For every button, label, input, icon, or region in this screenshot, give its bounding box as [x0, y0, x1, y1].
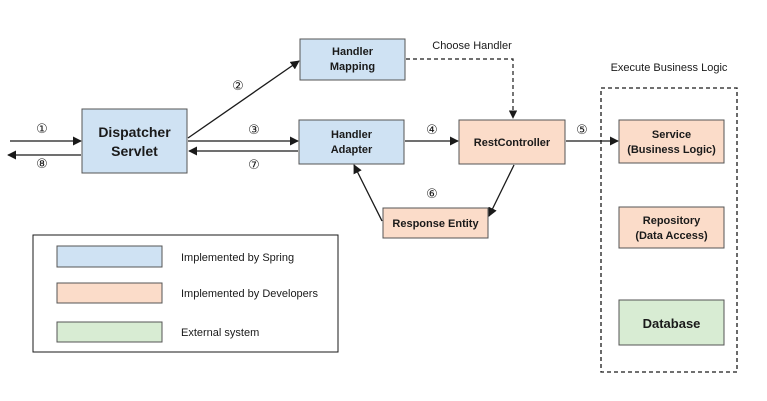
handler-adapter-label-line1: Handler [331, 129, 373, 141]
step-number-3: ③ [248, 123, 260, 138]
legend-frame [32, 234, 339, 353]
legend-label-spring: Implemented by Spring [181, 252, 294, 264]
database-label: Database [643, 316, 701, 331]
service-label-line1: Service [652, 129, 691, 141]
handler-mapping-label-line1: Handler [332, 46, 374, 58]
legend-label-developers: Implemented by Developers [181, 288, 318, 300]
repository-node: Repository (Data Access) [618, 206, 725, 249]
step-number-6: ⑥ [426, 187, 438, 202]
step-number-8: ⑧ [36, 157, 48, 172]
legend-swatch-developers [56, 282, 163, 304]
step-number-4: ④ [426, 123, 438, 138]
arrow-step-6 [353, 164, 383, 222]
rest-controller-node: RestController [458, 119, 566, 165]
repository-label-line2: (Data Access) [635, 230, 708, 242]
step-number-7: ⑦ [248, 158, 260, 173]
dispatcher-label-line1: Dispatcher [98, 124, 171, 140]
service-label-line2: (Business Logic) [627, 144, 716, 156]
handler-adapter-node: Handler Adapter [298, 119, 405, 165]
handler-mapping-label-line2: Mapping [330, 61, 375, 73]
rest-controller-label: RestController [474, 137, 551, 149]
legend-label-external: External system [181, 327, 259, 339]
handler-mapping-node: Handler Mapping [299, 38, 406, 81]
handler-adapter-label-line2: Adapter [331, 144, 373, 156]
response-entity-label: Response Entity [392, 218, 479, 230]
response-entity-node: Response Entity [382, 207, 489, 239]
step-number-2: ② [232, 79, 244, 94]
arrow-step-2 [187, 60, 300, 139]
arrow-choose-handler [406, 58, 518, 119]
repository-label-line1: Repository [643, 215, 701, 227]
service-node: Service (Business Logic) [618, 119, 725, 164]
legend-swatch-spring [56, 245, 163, 268]
execute-business-logic-label: Execute Business Logic [611, 62, 728, 74]
legend-swatch-external [56, 321, 163, 343]
arrow-controller-to-response [488, 164, 515, 217]
step-number-1: ① [36, 122, 48, 137]
dispatcher-label-line2: Servlet [111, 143, 158, 159]
choose-handler-label: Choose Handler [432, 40, 512, 52]
dispatcher-servlet-node: Dispatcher Servlet [81, 108, 188, 174]
database-node: Database [618, 299, 725, 346]
step-number-5: ⑤ [576, 123, 588, 138]
legend: Implemented by Spring Implemented by Dev… [32, 234, 339, 353]
